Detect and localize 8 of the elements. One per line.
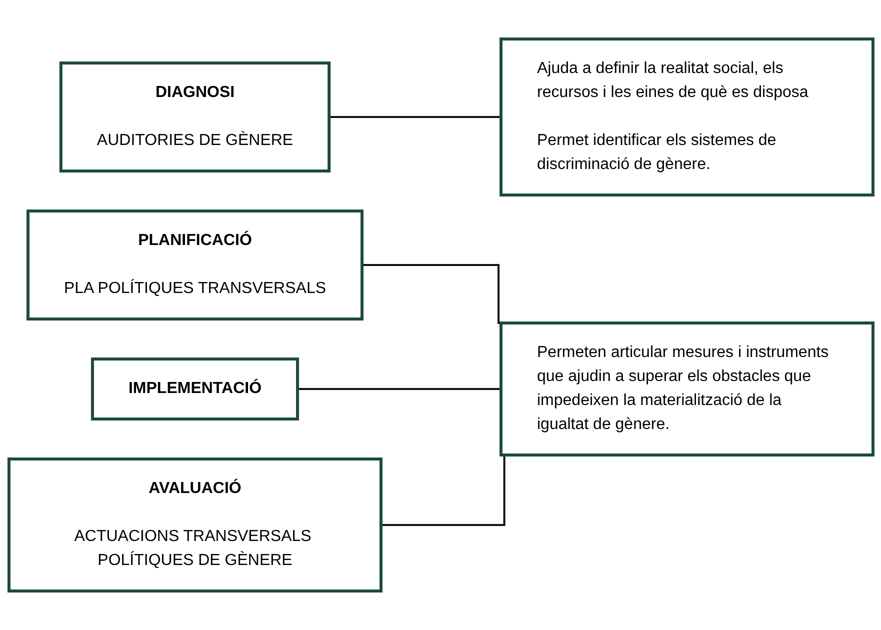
connector: [297, 388, 500, 390]
node-box: PLANIFICACIÓ PLA POLÍTIQUES TRANSVERSALS: [26, 210, 364, 320]
node-box: IMPLEMENTACIÓ: [90, 358, 299, 420]
node-box: Permeten articular mesures i instruments que ajudin a superar els obstacles que impedeixen la materialització de la igualtat de gènere.: [499, 322, 874, 456]
node-box: AVALUACIÓ ACTUACIONS TRANSVERSALS POLÍTIQUES DE GÈNERE: [7, 458, 382, 592]
connector: [328, 116, 500, 118]
node-box: Ajuda a definir la realitat social, els recursos i les eines de què es disposa Permet identificar els sistemes de discriminació de gènere.: [499, 38, 874, 196]
node-box: DIAGNOSI AUDITORIES DE GÈNERE: [58, 62, 330, 172]
